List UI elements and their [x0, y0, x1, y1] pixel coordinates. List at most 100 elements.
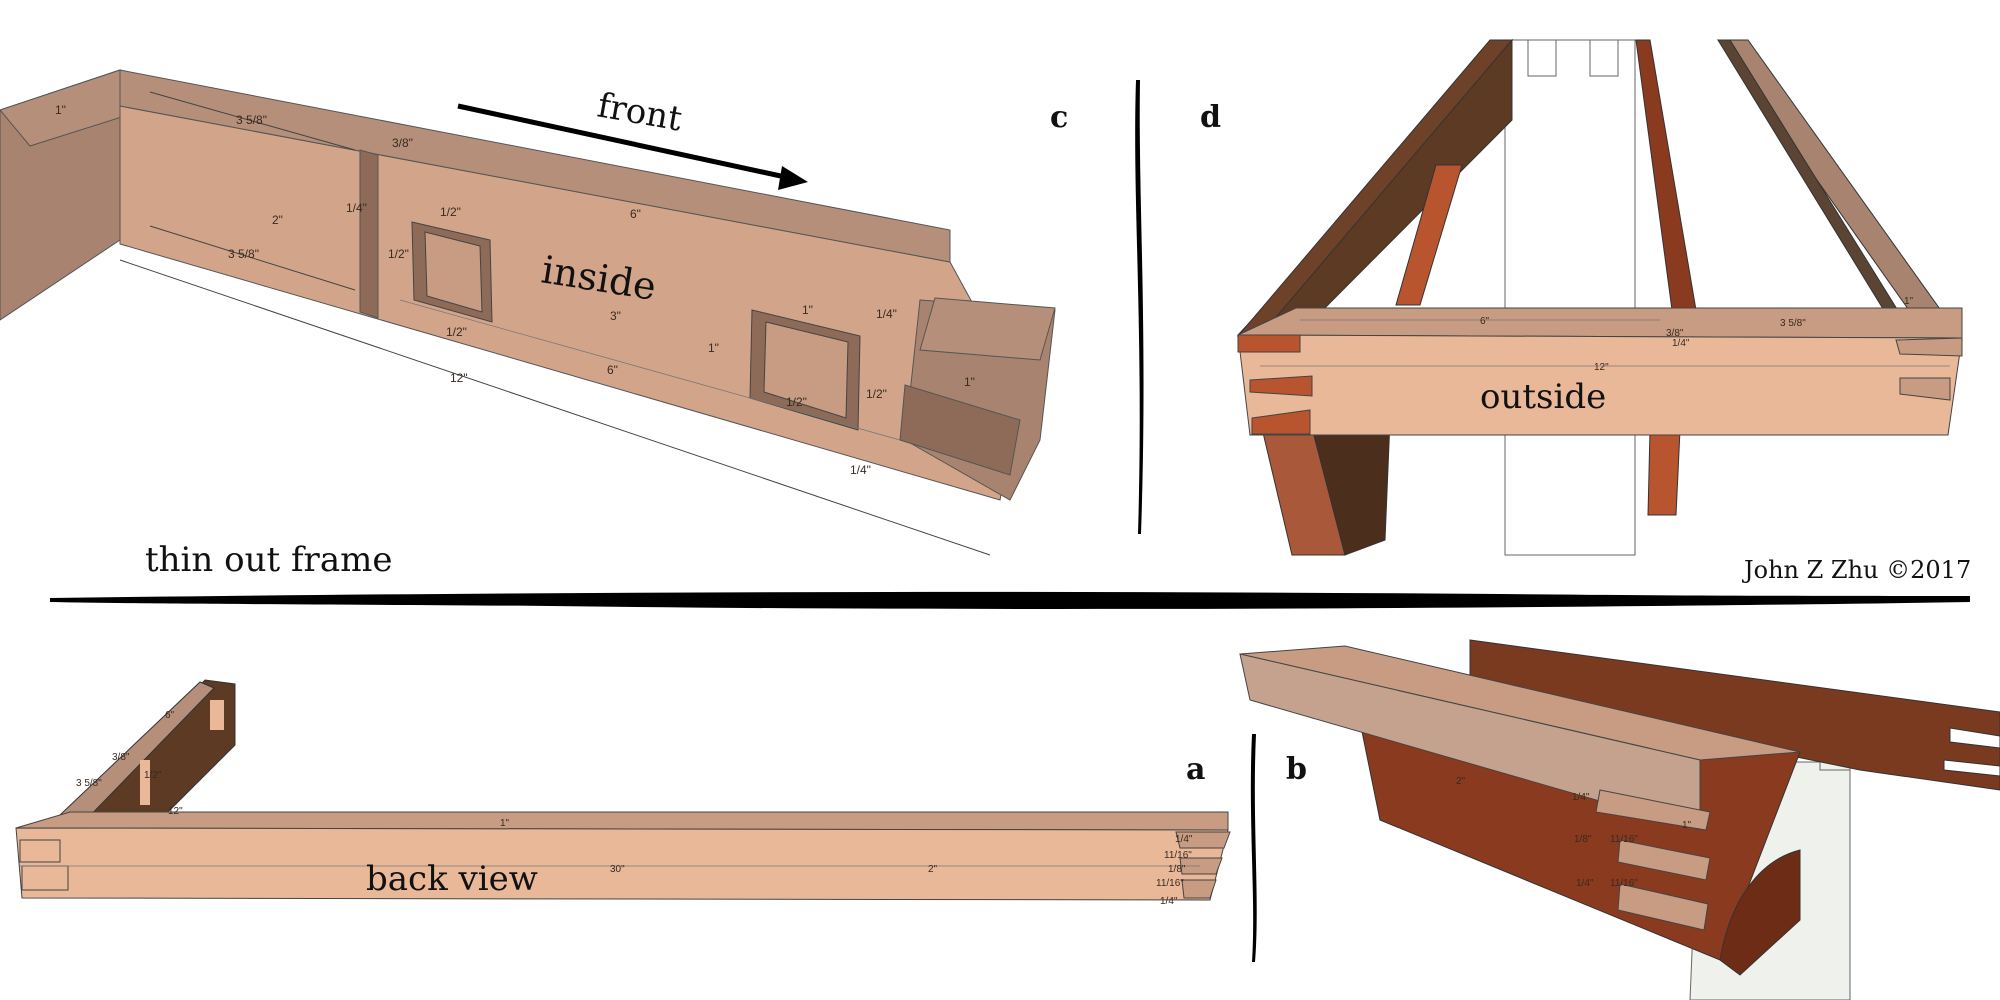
a-back-rail-face	[15, 827, 1229, 901]
dim-a-1-4-b: 1/4"	[1160, 896, 1178, 907]
dim-line-3-5-8-bottom	[149, 225, 356, 291]
b-light-rail-face	[1239, 653, 1701, 831]
dim-b-1-8: 1/8"	[1574, 834, 1592, 845]
dim-b-11-16-a: 11/16"	[1610, 834, 1638, 845]
front-rail-end-left	[1237, 334, 1301, 353]
dim-a-1-4-a: 1/4"	[1175, 834, 1193, 845]
dim-c-1-2-a: 1/2"	[440, 205, 461, 219]
dim-b-1: 1"	[1682, 820, 1692, 831]
panel-a-letter: a	[1186, 752, 1206, 787]
dim-c-2: 2"	[272, 213, 283, 227]
dim-c-1-2-d: 1/2"	[786, 395, 807, 409]
front-rail-face	[1237, 334, 1963, 436]
mortise-right-inner	[763, 321, 849, 419]
dim-line-12	[119, 259, 991, 556]
dim-d-3-8: 3/8"	[1666, 328, 1684, 339]
dim-b-11-16-b: 11/16"	[1610, 878, 1638, 889]
outside-label: outside	[1480, 377, 1606, 417]
dim-a-6: 6"	[165, 710, 175, 721]
tenon-top	[919, 297, 1056, 361]
dim-c-6-bottom: 6"	[607, 363, 618, 377]
dim-b-1-4-b: 1/4"	[1576, 878, 1594, 889]
divider-vertical-bottom	[1250, 734, 1257, 962]
rail-top-face	[119, 69, 951, 263]
divider-horizontal	[50, 591, 1970, 609]
dim-c-3-5-8-top: 3 5/8"	[236, 113, 267, 127]
a-tenon-3	[1181, 879, 1217, 899]
front-dovetail-right-2	[1899, 377, 1951, 401]
a-side-slot	[140, 760, 150, 805]
groove-slot	[359, 149, 379, 319]
a-side-notch-1	[210, 700, 224, 730]
front-dovetail-right-1	[1895, 337, 1963, 357]
dovetail-cut	[899, 384, 1021, 476]
dim-c-1-2-b: 1/2"	[388, 247, 409, 261]
divider-vertical-top	[1135, 80, 1144, 534]
a-tail-1	[19, 839, 61, 863]
dim-a-30: 30"	[610, 864, 625, 875]
panel-d-letter: d	[1200, 100, 1221, 135]
thin-out-frame-title: thin out frame	[145, 540, 393, 580]
b-tenon-2	[1617, 839, 1711, 881]
leg-white-left	[1504, 39, 1636, 556]
dim-c-1-4-b: 1/4"	[876, 307, 897, 321]
dim-a-12: 12"	[168, 806, 183, 817]
dim-a-3-5-8: 3 5/8"	[76, 778, 102, 789]
dim-d-3-5-8: 3 5/8"	[1780, 318, 1806, 329]
a-tenon-2	[1179, 857, 1223, 875]
dim-line-3-5-8-top	[149, 91, 356, 151]
dim-c-1-c: 1"	[708, 341, 719, 355]
dim-c-12: 12"	[450, 371, 468, 385]
middle-leg	[1647, 429, 1681, 516]
front-rail-top	[1237, 307, 1963, 339]
dim-a-11-16-b: 11/16"	[1156, 878, 1184, 889]
front-label: front	[594, 85, 685, 139]
right-rail-side	[1717, 39, 1911, 331]
dim-c-3-8: 3/8"	[392, 136, 413, 150]
copyright-text: John Z Zhu ©2017	[1744, 556, 1972, 584]
dim-d-12: 12"	[1594, 362, 1609, 373]
b-apron-arch	[1719, 849, 1801, 976]
front-arrow-line	[457, 103, 791, 181]
left-inner-panel	[1395, 164, 1463, 306]
back-view-label: back view	[366, 859, 538, 899]
dim-c-3: 3"	[610, 309, 621, 323]
dim-c-1-b: 1"	[802, 303, 813, 317]
mortise-left-inner	[424, 231, 483, 313]
front-dovetail-left-2	[1251, 409, 1311, 435]
left-rail-front	[1236, 39, 1514, 337]
dim-c-1-d: 1"	[964, 375, 975, 389]
dim-c-6-top: 6"	[630, 207, 641, 221]
panel-b-letter: b	[1286, 752, 1307, 787]
panel-c-drawing: 1" 3 5/8" 3/8" 2" 1/4" 3 5/8" 1/2" 1/2" …	[0, 69, 1056, 556]
b-back-notch-2	[1943, 759, 2000, 777]
a-tail-2	[21, 865, 69, 891]
dim-b-1-4-a: 1/4"	[1572, 792, 1590, 803]
dim-a-1-2: 1/2"	[144, 770, 162, 781]
dim-a-11-16-a: 11/16"	[1164, 850, 1192, 861]
dim-a-1: 1"	[500, 818, 510, 829]
dim-a-2: 2"	[928, 864, 938, 875]
panel-b-drawing: 2" 1/4" 1/8" 1/4" 11/16" 11/16" 1"	[1239, 639, 2000, 1000]
a-back-rail-top	[15, 811, 1229, 831]
panel-d-drawing: 6" 3/8" 1/4" 3 5/8" 12" 1" outside	[1236, 38, 1963, 556]
dim-c-3-5-8-bottom: 3 5/8"	[228, 247, 259, 261]
dim-a-3-8: 3/8"	[112, 752, 130, 763]
dim-c-1-4-c: 1/4"	[850, 463, 871, 477]
b-tenon-1	[1595, 789, 1711, 831]
dim-a-1-8: 1/8"	[1168, 864, 1186, 875]
dim-line-6-bottom	[399, 299, 901, 441]
b-tenon-3	[1617, 883, 1709, 931]
dim-d-1: 1"	[1904, 296, 1914, 307]
dim-c-1-4-a: 1/4"	[346, 201, 367, 215]
dim-c-1-2-e: 1/2"	[866, 387, 887, 401]
panel-a-drawing: 6" 3/8" 3 5/8" 1/2" 12" 1" 30" 2" 1/4" 1…	[15, 679, 1231, 907]
middle-rail	[1635, 39, 1697, 311]
panel-c-letter: c	[1050, 100, 1069, 135]
dim-c-1-2-c: 1/2"	[446, 325, 467, 339]
front-arrow-head	[778, 166, 808, 190]
b-back-notch-1	[1949, 727, 2000, 749]
front-dovetail-left-1	[1249, 375, 1313, 397]
